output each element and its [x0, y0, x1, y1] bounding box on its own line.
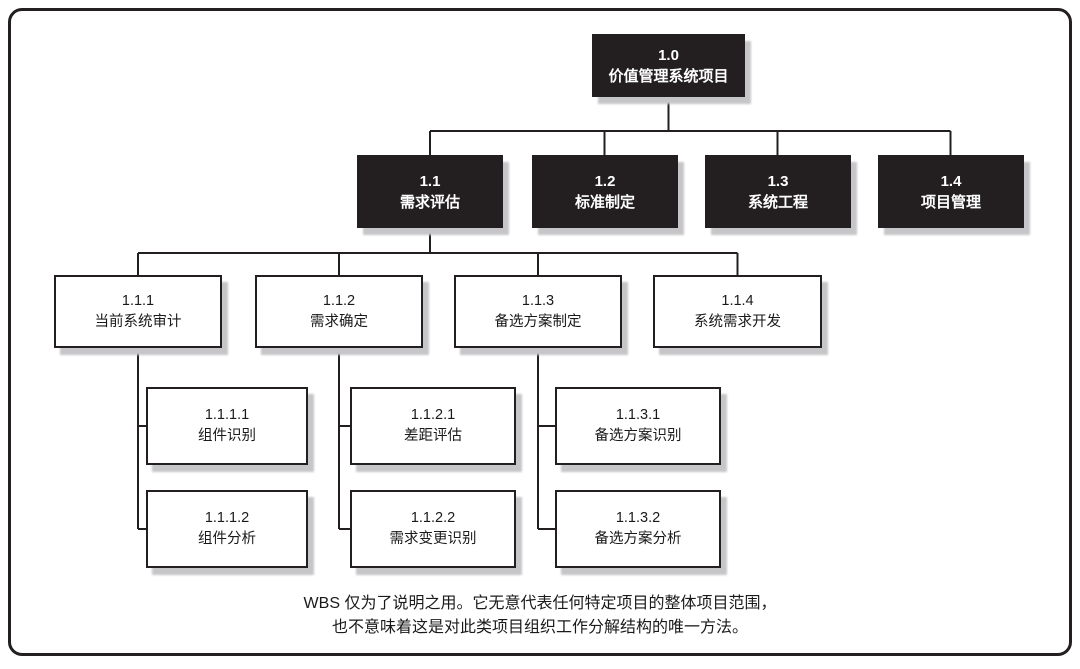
node-code: 1.1: [419, 172, 441, 190]
footnote-line-1: WBS 仅为了说明之用。它无意代表任何特定项目的整体项目范围，: [303, 595, 777, 612]
footnote: WBS 仅为了说明之用。它无意代表任何特定项目的整体项目范围， 也不意味着这是对…: [0, 592, 1080, 640]
wbs-node-1-1-3-1: 1.1.3.1 备选方案识别: [555, 387, 721, 465]
wbs-node-1-1-3: 1.1.3 备选方案制定: [454, 275, 622, 348]
node-label: 标准制定: [574, 193, 635, 211]
node-label: 当前系统审计: [94, 313, 182, 330]
wbs-node-1-2: 1.2 标准制定: [532, 155, 678, 228]
wbs-node-1-1-1-1: 1.1.1.1 组件识别: [146, 387, 308, 465]
node-label: 系统需求开发: [694, 313, 781, 330]
wbs-node-1-4: 1.4 项目管理: [878, 155, 1024, 228]
node-label: 需求变更识别: [389, 531, 477, 547]
node-label: 系统工程: [747, 193, 808, 211]
node-label: 差距评估: [404, 428, 462, 444]
wbs-node-1-1-1: 1.1.1 当前系统审计: [54, 275, 222, 348]
wbs-node-1-1: 1.1 需求评估: [357, 155, 503, 228]
node-label: 组件识别: [198, 428, 256, 444]
node-code: 1.1.2.2: [410, 510, 456, 526]
node-label: 备选方案制定: [494, 313, 582, 330]
wbs-node-1-1-2-1: 1.1.2.1 差距评估: [350, 387, 516, 465]
wbs-node-1-1-2-2: 1.1.2.2 需求变更识别: [350, 490, 516, 568]
node-label: 组件分析: [198, 531, 256, 547]
node-code: 1.3: [767, 172, 789, 190]
wbs-node-1-1-2: 1.1.2 需求确定: [255, 275, 423, 348]
footnote-line-2: 也不意味着这是对此类项目组织工作分解结构的唯一方法。: [331, 619, 748, 636]
node-code: 1.1.2.1: [410, 407, 456, 423]
node-code: 1.2: [594, 172, 616, 190]
node-label: 需求评估: [399, 193, 460, 211]
wbs-node-1-0: 1.0 价值管理系统项目: [592, 34, 745, 97]
node-code: 1.1.3.1: [615, 407, 661, 423]
node-code: 1.1.1: [121, 292, 155, 309]
node-code: 1.1.3: [521, 292, 555, 309]
node-code: 1.0: [658, 46, 679, 64]
node-code: 1.1.1.2: [204, 510, 250, 526]
node-code: 1.1.4: [721, 292, 754, 309]
node-label: 备选方案分析: [594, 531, 682, 547]
node-code: 1.4: [940, 172, 962, 190]
node-label: 项目管理: [920, 193, 981, 211]
node-label: 备选方案识别: [594, 428, 682, 444]
wbs-node-1-1-4: 1.1.4 系统需求开发: [653, 275, 822, 348]
wbs-node-1-3: 1.3 系统工程: [705, 155, 851, 228]
diagram-frame: [8, 8, 1072, 656]
wbs-node-1-1-3-2: 1.1.3.2 备选方案分析: [555, 490, 721, 568]
node-label: 价值管理系统项目: [608, 67, 729, 85]
wbs-node-1-1-1-2: 1.1.1.2 组件分析: [146, 490, 308, 568]
node-code: 1.1.1.1: [204, 407, 250, 423]
node-code: 1.1.3.2: [615, 510, 661, 526]
node-label: 需求确定: [310, 313, 368, 330]
node-code: 1.1.2: [322, 292, 356, 309]
